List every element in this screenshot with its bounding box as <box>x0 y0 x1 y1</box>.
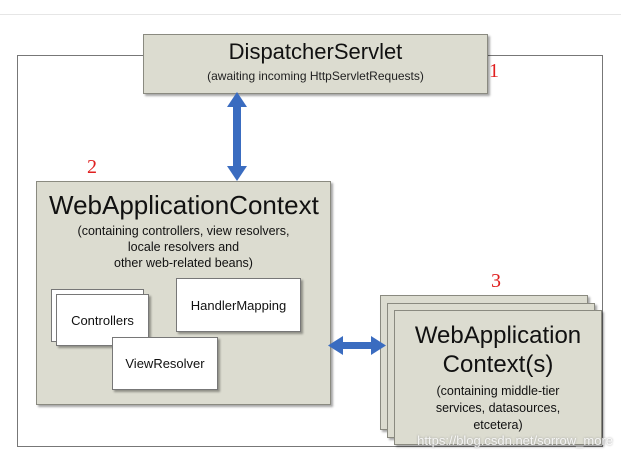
vertical-double-arrow <box>227 92 247 181</box>
horizontal-double-arrow <box>328 336 386 355</box>
handler-mapping-label: HandlerMapping <box>190 298 287 313</box>
handler-mapping-box: HandlerMapping <box>176 278 301 332</box>
web-application-context-description: (containing controllers, view resolvers,… <box>37 223 330 271</box>
description-line: services, datasources, <box>435 401 561 415</box>
dispatcher-servlet-subtitle: (awaiting incoming HttpServletRequests) <box>207 69 424 83</box>
dispatcher-servlet-box: DispatcherServlet (awaiting incoming Htt… <box>143 34 488 94</box>
view-resolver-label: ViewResolver <box>125 356 205 371</box>
description-line: etcetera) <box>473 418 523 432</box>
root-web-application-context-box: WebApplication Context(s) (containing mi… <box>394 310 602 445</box>
web-application-context-title: WebApplicationContext <box>49 190 319 220</box>
number-label-2: 2 <box>87 156 97 178</box>
top-divider <box>0 14 621 15</box>
controllers-label: Controllers <box>71 313 134 328</box>
title-line: Context(s) <box>442 351 554 378</box>
watermark-text: https://blog.csdn.net/sorrow_more <box>417 433 613 448</box>
title-line: WebApplication <box>414 322 582 349</box>
description-line: (containing controllers, view resolvers, <box>77 224 290 238</box>
number-label-3: 3 <box>491 270 501 292</box>
number-label-1: 1 <box>489 60 499 82</box>
root-context-title: WebApplication Context(s) <box>395 321 601 379</box>
description-line: (containing middle-tier <box>436 384 560 398</box>
description-line: locale resolvers and <box>127 240 240 254</box>
root-context-description: (containing middle-tier services, dataso… <box>395 383 601 434</box>
view-resolver-box: ViewResolver <box>112 337 218 390</box>
description-line: other web-related beans) <box>114 256 253 270</box>
dispatcher-servlet-title: DispatcherServlet <box>228 39 403 64</box>
